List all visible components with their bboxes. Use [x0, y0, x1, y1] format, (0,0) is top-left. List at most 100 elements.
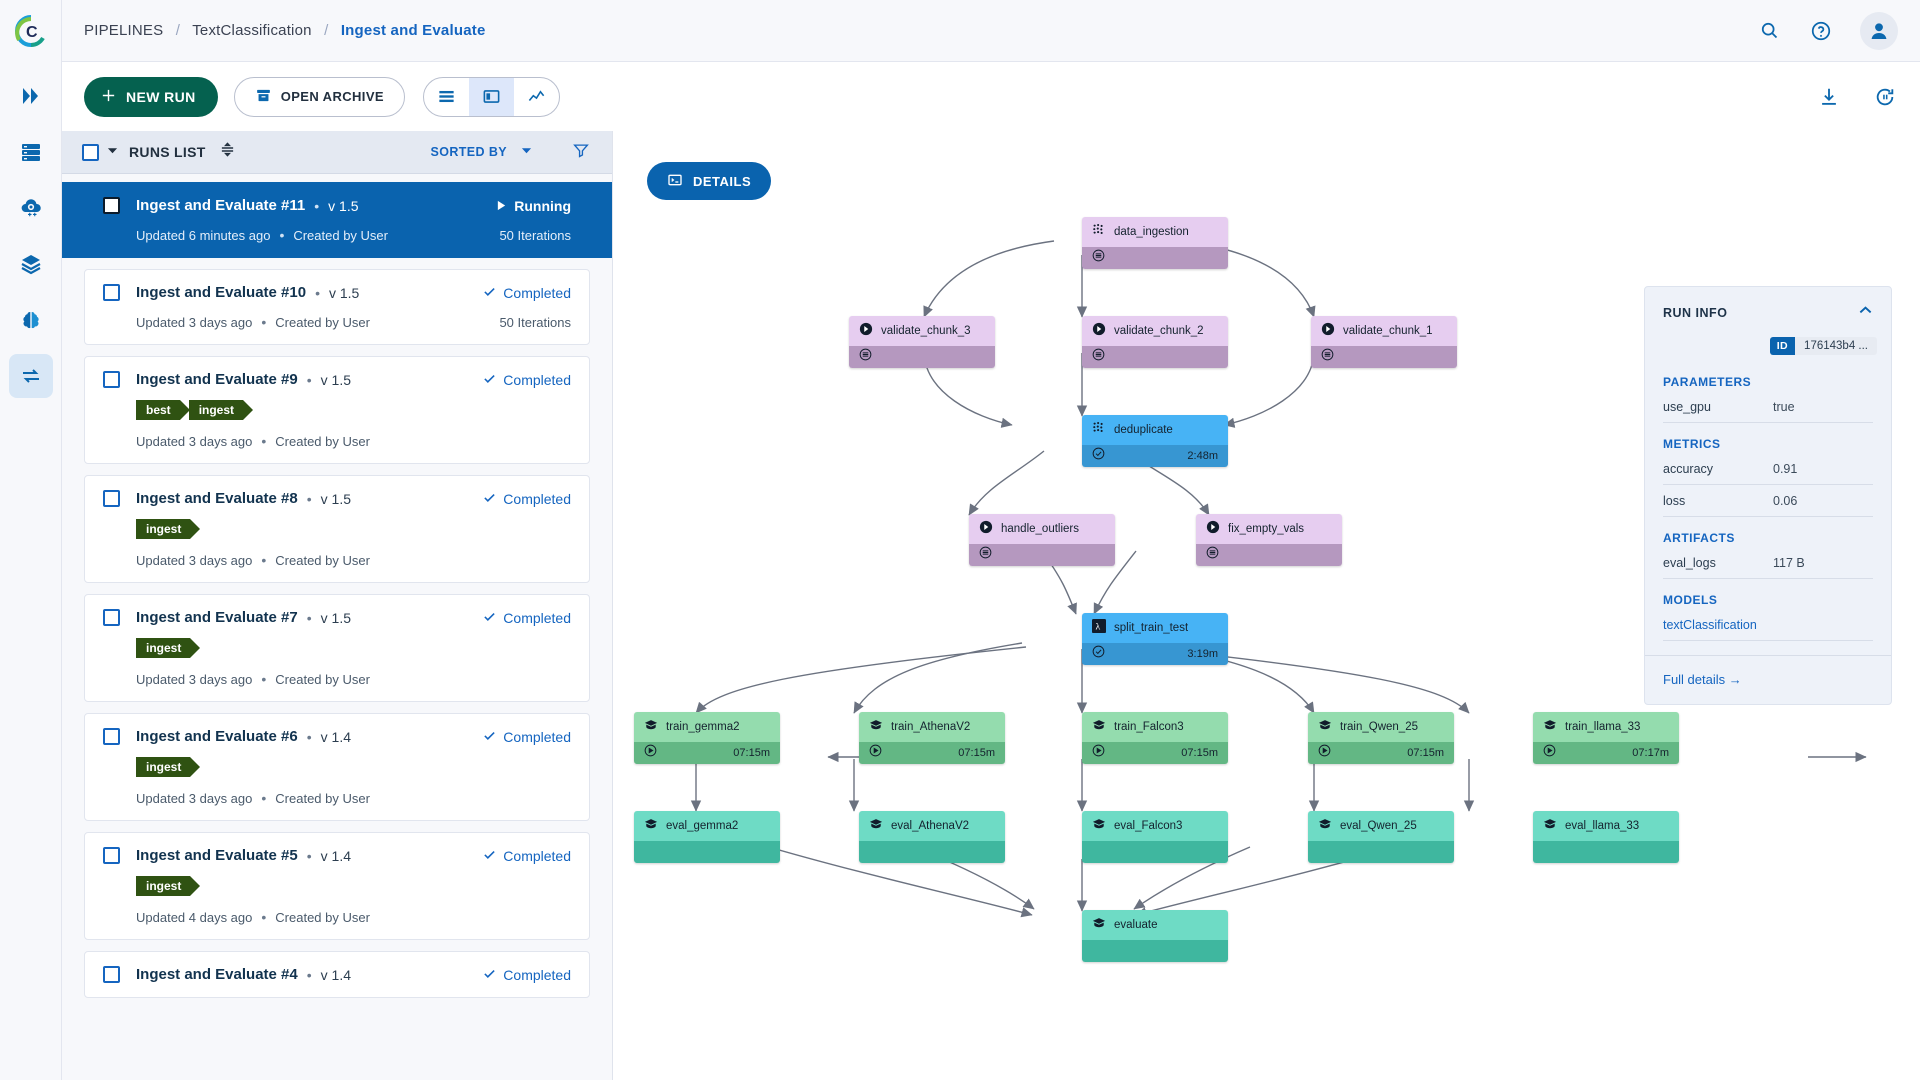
graph-node-train_Qwen_25[interactable]: train_Qwen_25 07:15m [1308, 712, 1454, 764]
run-tag[interactable]: ingest [136, 757, 201, 777]
run-card[interactable]: Ingest and Evaluate #5 • v 1.4 Completed… [84, 832, 590, 940]
graph-node-deduplicate[interactable]: deduplicate 2:48m [1082, 415, 1228, 467]
run-checkbox[interactable] [103, 728, 120, 745]
sidebar-item-pipeline-runs[interactable] [8, 354, 53, 398]
graph-node-train_llama_33[interactable]: train_llama_33 07:17m [1533, 712, 1679, 764]
run-id-chip[interactable]: ID 176143b4 ... [1769, 337, 1877, 355]
list-icon[interactable] [1206, 546, 1219, 564]
graph-node-eval_Falcon3[interactable]: eval_Falcon3 [1082, 811, 1228, 863]
run-tag[interactable]: best [136, 400, 190, 420]
model-icon [644, 718, 658, 737]
sidebar-item-ai-workloads[interactable] [9, 298, 53, 342]
details-button[interactable]: DETAILS [647, 162, 772, 200]
run-card[interactable]: Ingest and Evaluate #10 • v 1.5 Complete… [84, 269, 590, 345]
node-label: train_Falcon3 [1114, 721, 1184, 733]
run-card[interactable]: Ingest and Evaluate #11 • v 1.5 Running … [62, 182, 612, 258]
user-avatar-icon[interactable] [1860, 11, 1898, 50]
run-checkbox[interactable] [103, 371, 120, 388]
run-checkbox[interactable] [103, 966, 120, 983]
run-tag[interactable]: ingest [136, 638, 201, 658]
run-card[interactable]: Ingest and Evaluate #6 • v 1.4 Completed… [84, 713, 590, 821]
graph-node-validate_chunk_1[interactable]: validate_chunk_1 [1311, 316, 1457, 368]
runs-list-scroll[interactable]: Ingest and Evaluate #11 • v 1.5 Running … [62, 174, 612, 1080]
run-checkbox[interactable] [103, 847, 120, 864]
function-icon [1206, 520, 1220, 539]
search-icon[interactable] [1756, 18, 1782, 44]
sort-icon[interactable] [220, 142, 235, 162]
download-icon[interactable] [1816, 84, 1842, 110]
graph-node-train_AthenaV2[interactable]: train_AthenaV2 07:15m [859, 712, 1005, 764]
pipeline-graph-canvas[interactable]: DETAILS [614, 131, 1920, 1080]
run-card[interactable]: Ingest and Evaluate #9 • v 1.5 Completed… [84, 356, 590, 464]
sidebar-item-orchestration[interactable] [9, 186, 53, 230]
graph-node-eval_Qwen_25[interactable]: eval_Qwen_25 [1308, 811, 1454, 863]
sidebar-item-models[interactable] [9, 242, 53, 286]
name-dot: • [315, 284, 320, 301]
name-dot: • [306, 728, 312, 745]
run-card[interactable]: Ingest and Evaluate #8 • v 1.5 Completed… [84, 475, 590, 583]
new-run-button[interactable]: NEW RUN [84, 76, 218, 117]
list-icon[interactable] [859, 348, 872, 366]
list-icon[interactable] [1092, 348, 1105, 366]
run-meta: Updated 4 days ago • Created by User [136, 909, 571, 925]
breadcrumb-current[interactable]: Ingest and Evaluate [340, 22, 486, 39]
run-updated: Updated 4 days ago [136, 909, 253, 925]
graph-node-train_gemma2[interactable]: train_gemma2 07:15m [634, 712, 780, 764]
graph-node-validate_chunk_3[interactable]: validate_chunk_3 [849, 316, 995, 368]
breadcrumb-project[interactable]: TextClassification [192, 22, 312, 39]
run-tag[interactable]: ingest [136, 876, 201, 896]
list-icon[interactable] [979, 546, 992, 564]
play-icon[interactable] [869, 744, 882, 762]
sidebar-item-pipelines[interactable] [9, 74, 53, 118]
play-icon[interactable] [644, 744, 657, 762]
run-checkbox[interactable] [103, 284, 120, 301]
node-footer [1311, 346, 1457, 368]
run-status-badge: Completed [483, 610, 571, 626]
node-footer [1308, 841, 1454, 863]
run-card[interactable]: Ingest and Evaluate #4 • v 1.4 Completed [84, 951, 590, 998]
table-view-icon[interactable] [424, 78, 469, 116]
help-circle-icon[interactable] [1808, 18, 1834, 44]
sorted-by-label[interactable]: SORTED BY [430, 145, 507, 159]
play-icon[interactable] [1543, 744, 1556, 762]
sidebar-item-datasets[interactable] [9, 130, 53, 174]
play-icon[interactable] [1318, 744, 1331, 762]
sorted-by-chevron-icon[interactable] [521, 143, 532, 161]
list-icon[interactable] [1092, 249, 1105, 267]
filter-icon[interactable] [572, 141, 590, 164]
list-icon[interactable] [1321, 348, 1334, 366]
run-checkbox[interactable] [103, 490, 120, 507]
play-icon[interactable] [1092, 744, 1105, 762]
chevron-down-icon[interactable] [107, 143, 118, 161]
check-icon[interactable] [1092, 447, 1105, 465]
graph-node-data_ingestion[interactable]: data_ingestion [1082, 217, 1228, 269]
select-all-checkbox[interactable] [82, 143, 99, 161]
graph-node-eval_llama_33[interactable]: eval_llama_33 [1533, 811, 1679, 863]
chevron-up-icon[interactable] [1858, 303, 1873, 323]
graph-node-handle_outliers[interactable]: handle_outliers [969, 514, 1115, 566]
refresh-compare-icon[interactable] [1872, 84, 1898, 110]
run-tag[interactable]: ingest [188, 400, 254, 420]
chart-view-icon[interactable] [514, 78, 559, 116]
graph-node-train_Falcon3[interactable]: train_Falcon3 07:15m [1082, 712, 1228, 764]
run-card[interactable]: Ingest and Evaluate #7 • v 1.5 Completed… [84, 594, 590, 702]
open-archive-button[interactable]: OPEN ARCHIVE [233, 76, 405, 117]
graph-node-validate_chunk_2[interactable]: validate_chunk_2 [1082, 316, 1228, 368]
run-tag[interactable]: ingest [136, 519, 201, 539]
breadcrumb-root[interactable]: PIPELINES [84, 22, 164, 39]
name-dot: • [306, 966, 312, 983]
model-link[interactable]: textClassification [1663, 618, 1757, 632]
app-logo[interactable]: C [0, 0, 62, 62]
run-checkbox[interactable] [103, 197, 120, 214]
graph-node-fix_empty_vals[interactable]: fix_empty_vals [1196, 514, 1342, 566]
check-icon[interactable] [1092, 645, 1105, 663]
run-name: Ingest and Evaluate #11 [136, 197, 306, 214]
run-checkbox[interactable] [103, 609, 120, 626]
graph-node-eval_gemma2[interactable]: eval_gemma2 [634, 811, 780, 863]
graph-node-eval_AthenaV2[interactable]: eval_AthenaV2 [859, 811, 1005, 863]
full-details-link[interactable]: Full details → [1663, 672, 1742, 687]
graph-node-split_train_test[interactable]: λ split_train_test 3:19m [1082, 613, 1228, 665]
graph-node-evaluate[interactable]: evaluate [1082, 910, 1228, 962]
run-meta: Updated 3 days ago • Created by User [136, 790, 571, 806]
details-view-icon[interactable] [468, 77, 514, 116]
